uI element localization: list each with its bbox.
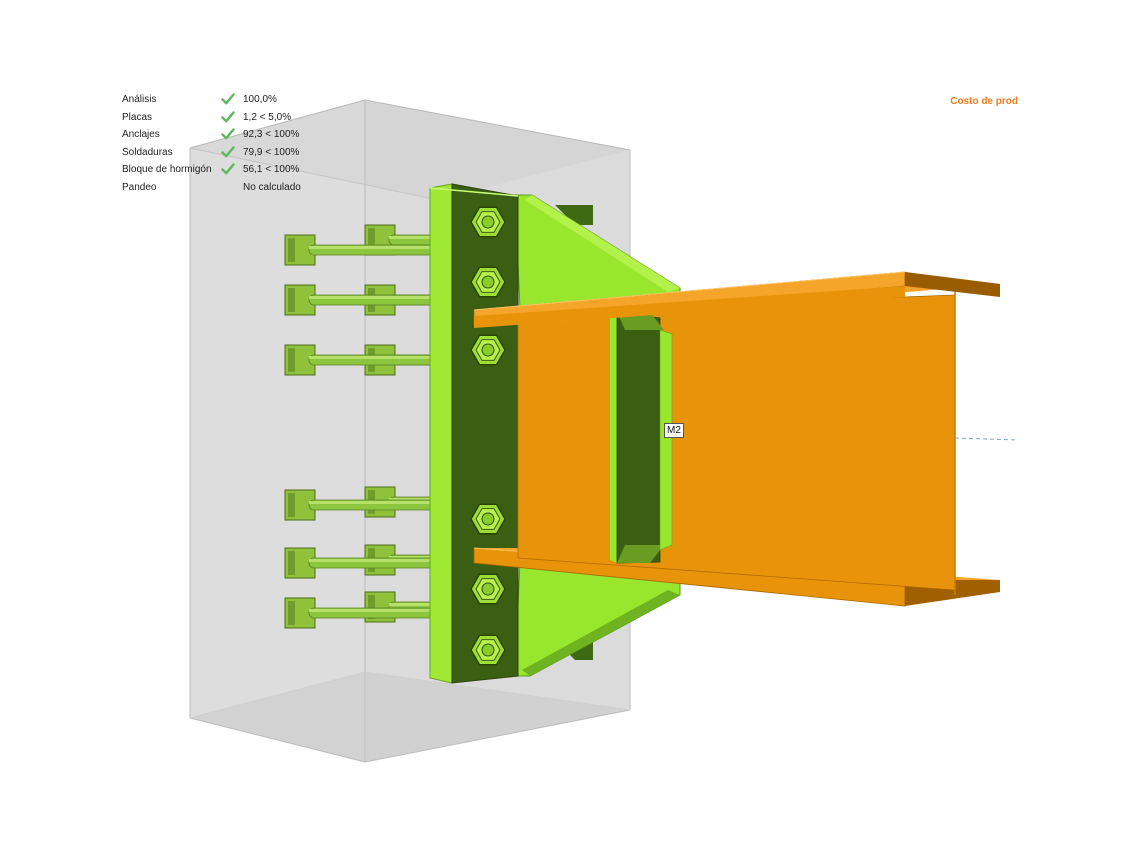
- beam-top-flange[interactable]: [473, 271, 1000, 328]
- check-ok-icon: [221, 128, 235, 140]
- check-label: Soldaduras: [122, 146, 173, 158]
- check-ok-icon: [221, 163, 235, 175]
- check-row-anclajes[interactable]: Anclajes 92,3 < 100%: [122, 128, 342, 147]
- check-value: 100,0%: [243, 94, 277, 105]
- check-row-pandeo[interactable]: Pandeo No calculado: [122, 182, 342, 200]
- member-label-tag[interactable]: M2: [664, 423, 684, 438]
- check-row-soldaduras[interactable]: Soldaduras 79,9 < 100%: [122, 145, 342, 165]
- check-value: No calculado: [243, 181, 301, 193]
- beam-axis-line: [954, 437, 1019, 441]
- check-value: 56,1 < 100%: [243, 164, 300, 175]
- check-ok-icon: [221, 145, 235, 157]
- check-row-bloque-hormigon[interactable]: Bloque de hormigón 56,1 < 100%: [122, 163, 342, 182]
- check-ok-icon: [221, 93, 235, 105]
- beam-web[interactable]: [517, 290, 956, 595]
- check-ok-icon: [221, 110, 235, 122]
- web-stiffener[interactable]: [610, 311, 673, 564]
- check-row-placas[interactable]: Placas 1,2 < 5,0%: [122, 110, 342, 130]
- base-plate[interactable]: [429, 183, 519, 684]
- check-label: Anclajes: [122, 129, 160, 140]
- check-results-panel: Análisis 100,0% Placas 1,2 < 5,0% Anclaj…: [122, 93, 342, 200]
- check-value: 79,9 < 100%: [243, 146, 300, 158]
- check-label: Análisis: [122, 94, 157, 105]
- check-row-analisis[interactable]: Análisis 100,0%: [122, 93, 342, 112]
- check-label: Placas: [122, 111, 153, 123]
- check-label: Pandeo: [122, 181, 157, 193]
- check-value: 1,2 < 5,0%: [243, 111, 292, 123]
- check-label: Bloque de hormigón: [122, 164, 212, 175]
- production-cost-link[interactable]: Costo de prod: [950, 96, 1018, 107]
- check-value: 92,3 < 100%: [243, 129, 300, 140]
